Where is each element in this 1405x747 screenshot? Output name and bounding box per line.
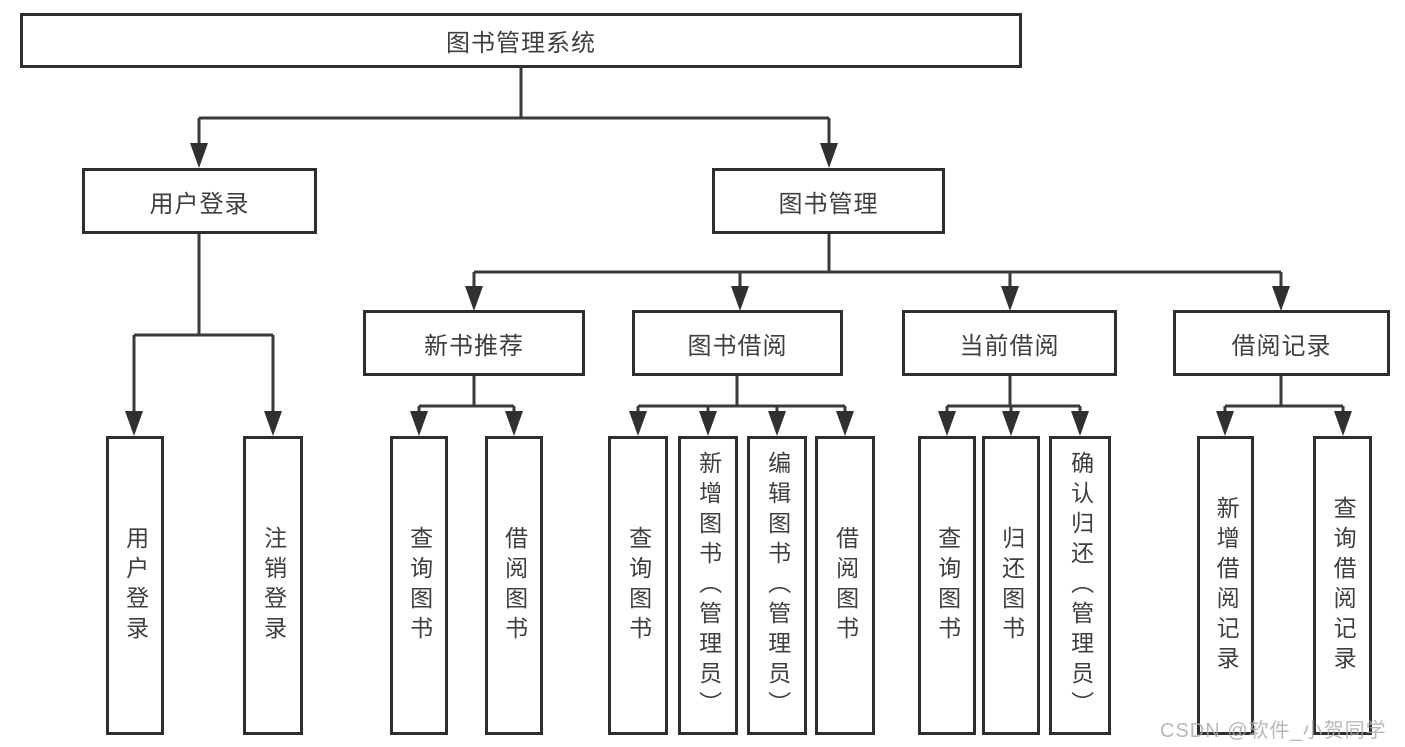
connector-bookmgmt-to-level2 [472,233,1283,290]
node-user-login: 用户登录 [82,168,317,234]
leaf-nb-query-books-label: 查询图书 [406,525,433,646]
arrowhead [629,411,647,436]
leaf-nb-borrow-books: 借阅图书 [485,436,543,735]
node-new-book-recommend: 新书推荐 [363,310,585,376]
arrowhead [465,286,483,311]
arrowhead [1001,286,1019,311]
arrowhead [699,411,717,436]
node-root: 图书管理系统 [20,13,1022,68]
leaf-user-login-label: 用户登录 [122,525,149,646]
leaf-nb-borrow-books-label: 借阅图书 [501,525,528,646]
node-user-login-label: 用户登录 [149,190,250,218]
connector-newbook-to-leaves [417,376,516,414]
leaf-logout-label: 注销登录 [260,525,287,646]
watermark: CSDN @软件_小贺同学 [1160,720,1387,742]
arrowhead [264,411,282,436]
leaf-cb-return-books-label: 归还图书 [998,525,1025,646]
leaf-bb-add-books-admin-label: 新增图书（管理员） [695,450,722,721]
leaf-logout: 注销登录 [243,436,303,735]
node-book-borrow-label: 图书借阅 [687,332,788,360]
leaf-cb-confirm-return-admin: 确认归还（管理员） [1049,436,1111,735]
leaf-br-add-record: 新增借阅记录 [1197,436,1254,735]
arrowhead [820,143,838,168]
leaf-bb-borrow-books: 借阅图书 [815,436,875,735]
node-book-borrow: 图书借阅 [632,310,843,376]
node-borrow-records-label: 借阅记录 [1231,332,1332,360]
leaf-bb-query-books-label: 查询图书 [625,525,652,646]
node-borrow-records: 借阅记录 [1173,310,1390,376]
arrowhead [731,286,749,311]
arrowhead [768,411,786,436]
arrowhead [410,411,428,436]
leaf-bb-edit-books-admin-label: 编辑图书（管理员） [764,450,791,721]
leaf-bb-edit-books-admin: 编辑图书（管理员） [747,436,807,735]
leaf-bb-query-books: 查询图书 [608,436,668,735]
node-root-label: 图书管理系统 [446,30,596,57]
arrowhead [836,411,854,436]
leaf-br-add-record-label: 新增借阅记录 [1213,495,1240,676]
leaf-cb-query-books-label: 查询图书 [934,525,961,646]
leaf-br-query-record: 查询借阅记录 [1313,436,1372,735]
arrowhead [1071,411,1089,436]
arrowhead [1334,411,1352,436]
arrowhead [190,143,208,168]
node-book-management: 图书管理 [712,168,945,234]
arrowhead [505,411,523,436]
leaf-cb-query-books: 查询图书 [918,436,976,735]
arrowhead [1216,411,1234,436]
connector-root-to-level1 [197,67,831,146]
leaf-nb-query-books: 查询图书 [390,436,448,735]
node-new-book-recommend-label: 新书推荐 [424,332,524,360]
arrowhead [125,411,143,436]
arrowhead [1002,411,1020,436]
connector-bookborrow-to-leaves [636,376,847,414]
leaf-bb-add-books-admin: 新增图书（管理员） [678,436,738,735]
leaf-user-login: 用户登录 [106,436,164,735]
connector-userlogin-to-leaves [132,233,275,414]
arrowhead [938,411,956,436]
leaf-cb-confirm-return-admin-label: 确认归还（管理员） [1067,450,1094,721]
node-current-borrow-label: 当前借阅 [959,332,1060,360]
node-current-borrow: 当前借阅 [902,310,1117,376]
leaf-br-query-record-label: 查询借阅记录 [1330,495,1357,676]
leaf-bb-borrow-books-label: 借阅图书 [832,525,859,646]
node-book-management-label: 图书管理 [778,190,879,218]
arrowhead [1272,286,1290,311]
connector-currentborrow-to-leaves [945,376,1082,414]
connector-borrowrecord-to-leaves [1223,376,1345,414]
leaf-cb-return-books: 归还图书 [982,436,1040,735]
